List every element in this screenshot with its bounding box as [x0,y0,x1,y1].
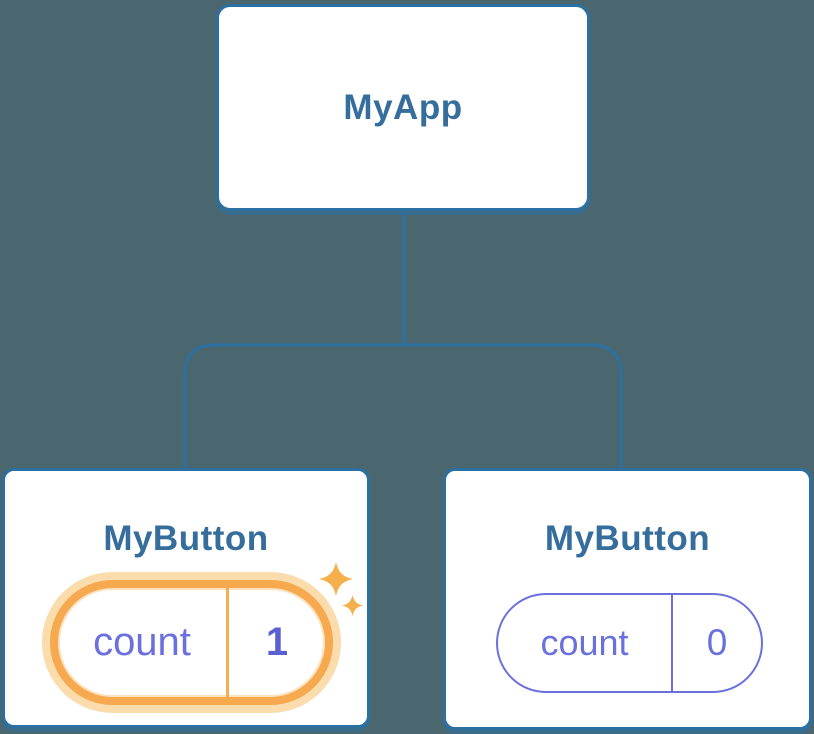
node-mybutton-right-label: MyButton [544,519,711,558]
state-value: 1 [265,620,289,664]
node-mybutton-left-label: MyButton [103,519,269,558]
state-value: 0 [706,622,728,663]
state-key: count [58,588,229,697]
node-mybutton-left: MyButton count 1 [2,468,370,728]
state-pill-highlighted: count 1 [50,580,333,705]
node-myapp-label: MyApp [343,87,463,127]
node-myapp: MyApp [216,4,590,211]
node-mybutton-right: MyButton count 0 [443,468,812,730]
sparkle-icon [319,562,364,617]
state-pill-plain: count 0 [496,593,763,693]
state-key: count [498,595,673,691]
